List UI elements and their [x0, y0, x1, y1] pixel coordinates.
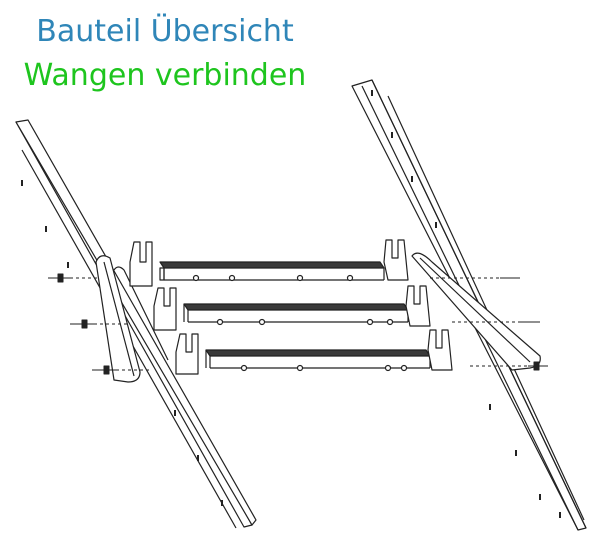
bolts-left: [48, 273, 150, 375]
bolt-heads: [192, 274, 408, 372]
left-side-plate: [95, 255, 169, 383]
stair-tread-3: [205, 349, 431, 369]
mounting-bracket-right: [383, 239, 453, 371]
stair-tread-2: [183, 303, 409, 323]
bolts-right: [430, 277, 548, 371]
stair-tread-1: [159, 261, 385, 281]
left-stringer: [15, 119, 257, 529]
right-side-plate: [411, 252, 541, 371]
mounting-bracket-left: [129, 241, 199, 375]
page-subtitle: Wangen verbinden: [23, 58, 307, 93]
page-title: Bauteil Übersicht: [36, 14, 294, 49]
